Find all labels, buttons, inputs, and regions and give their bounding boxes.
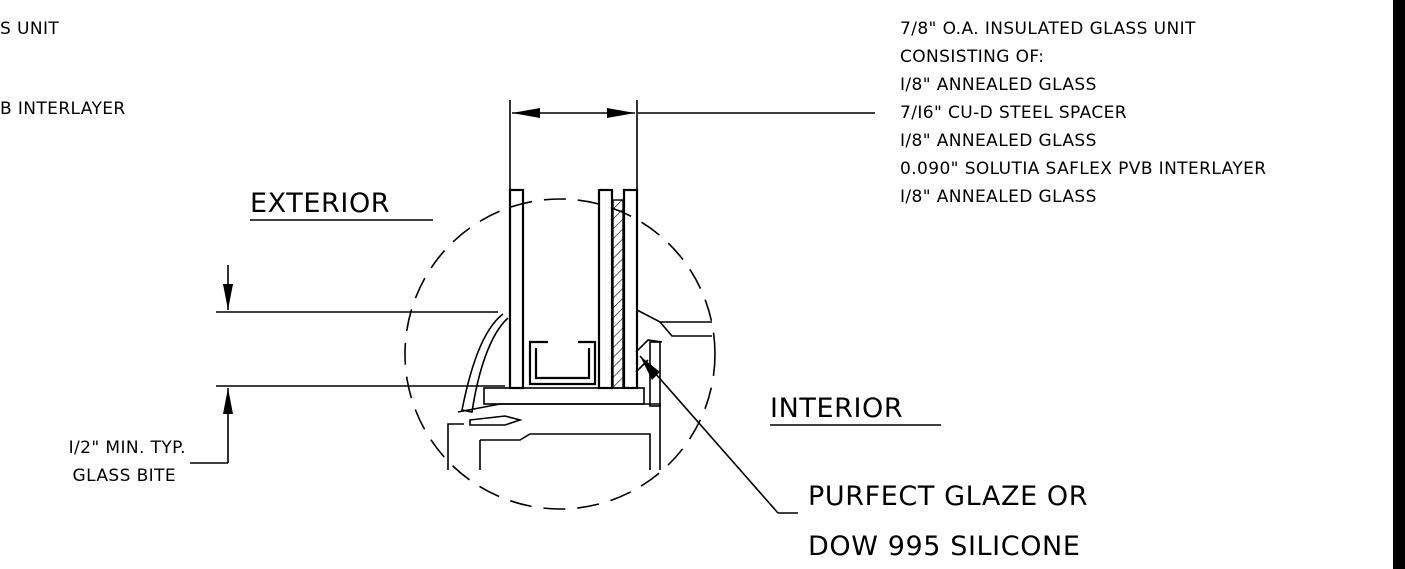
left-note-unit: S UNIT	[0, 19, 59, 39]
spec-note-line: I/8" ANNEALED GLASS	[900, 131, 1097, 151]
spec-note-line: 7/8" O.A. INSULATED GLASS UNIT	[900, 19, 1196, 39]
left-note-interlayer: B INTERLAYER	[0, 99, 126, 119]
sealant-leader	[639, 355, 798, 514]
glass-bite-dimension	[190, 265, 505, 464]
interior-label: INTERIOR	[770, 393, 903, 424]
spec-note-line: 7/I6" CU-D STEEL SPACER	[900, 103, 1127, 123]
interior-glazing-stop	[635, 309, 712, 373]
glass-bite-label-line2: GLASS BITE	[73, 466, 176, 486]
sealant-label-line2: DOW 995 SILICONE	[808, 531, 1081, 562]
spec-note-line: I/8" ANNEALED GLASS	[900, 187, 1097, 207]
sheet-border	[1393, 0, 1405, 569]
frame-extrusion	[447, 403, 661, 470]
exterior-label: EXTERIOR	[250, 188, 390, 219]
overall-thickness-dimension	[509, 100, 638, 190]
glass-bite-label-line1: I/2" MIN. TYP.	[69, 438, 186, 458]
exterior-gasket	[461, 313, 509, 413]
steel-spacer	[528, 340, 597, 386]
spec-note-line: I/8" ANNEALED GLASS	[900, 75, 1097, 95]
spec-note-line: 0.090" SOLUTIA SAFLEX PVB INTERLAYER	[900, 159, 1266, 179]
sealant-label-line1: PURFECT GLAZE OR	[808, 481, 1088, 512]
spec-note-line: CONSISTING OF:	[900, 47, 1044, 67]
spec-note: 7/8" O.A. INSULATED GLASS UNIT CONSISTIN…	[900, 19, 1266, 207]
detail-circle	[404, 198, 716, 510]
